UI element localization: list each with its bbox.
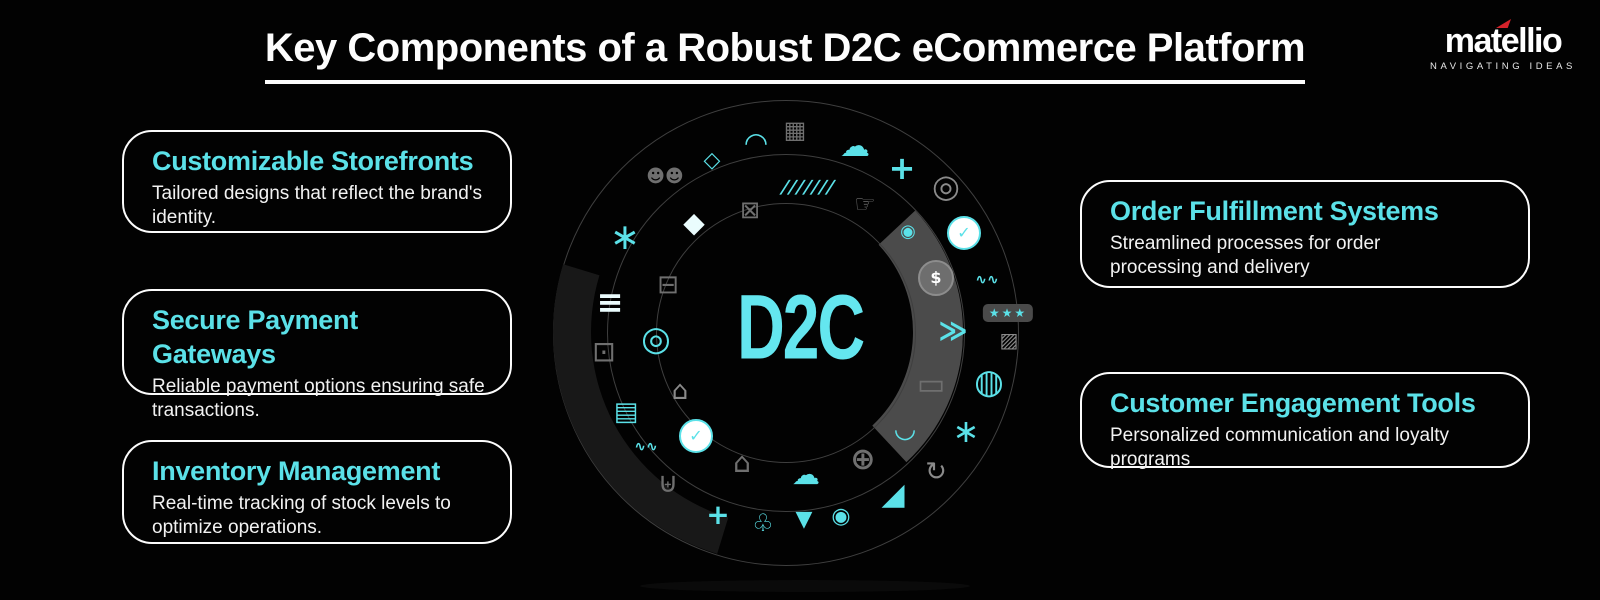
card-heading: Secure Payment Gateways bbox=[152, 305, 358, 369]
wifi-signal-icon: ◠ bbox=[745, 126, 767, 159]
clover-icon: ♧ bbox=[752, 509, 774, 537]
card-customizable-storefronts: Customizable Storefronts Tailored design… bbox=[122, 130, 512, 233]
plus2-icon: + bbox=[706, 498, 730, 531]
hub-ring-middle bbox=[607, 154, 965, 512]
card-description: Reliable payment options ensuring safe t… bbox=[152, 375, 485, 422]
slashes-icon: /////// bbox=[778, 177, 839, 198]
page-title: Key Components of a Robust D2C eCommerce… bbox=[264, 26, 1306, 84]
rating-stars-icon: ★★★ bbox=[982, 304, 1034, 322]
striped-circle-icon: ◍ bbox=[974, 362, 1004, 402]
header: Key Components of a Robust D2C eCommerce… bbox=[0, 26, 1570, 84]
hub-ring-inner bbox=[656, 203, 916, 463]
refresh-user-icon: ↻ bbox=[925, 457, 947, 487]
card-heading: Order Fulfillment Systems bbox=[1110, 196, 1439, 226]
plus-icon: + bbox=[888, 149, 916, 187]
card-description: Streamlined processes for order processi… bbox=[1110, 232, 1381, 279]
store-pin-icon: ⌂ bbox=[733, 446, 751, 479]
monitor-cart-icon: ⊟ bbox=[657, 270, 679, 300]
card-heading: Customer Engagement Tools bbox=[1110, 388, 1476, 418]
striped-triangle-icon: ◢ bbox=[881, 477, 905, 512]
matellio-logo: matellio NAVIGATING IDEAS bbox=[1428, 19, 1578, 72]
check-badge2-icon: ✓ bbox=[679, 419, 713, 453]
funnel-icon: ▼ bbox=[795, 507, 813, 532]
check-badge-icon: ✓ bbox=[947, 216, 981, 250]
database-icon: ≡ bbox=[596, 283, 624, 321]
payment-network-icon: ⊕ bbox=[850, 442, 876, 477]
card-heading: Inventory Management bbox=[152, 456, 441, 486]
cube-icon: ◆ bbox=[683, 206, 705, 239]
layers-icon: ▤ bbox=[613, 397, 639, 427]
camera-window-icon: ⊡ bbox=[592, 335, 616, 368]
burst2-icon: ∗ bbox=[952, 412, 980, 450]
people-group-icon: ☻☻ bbox=[646, 166, 684, 187]
package-search-icon: ⊠ bbox=[739, 196, 761, 224]
hand-delivery-icon: ☞ bbox=[854, 190, 876, 218]
d2c-center-label: D2C bbox=[736, 276, 865, 379]
chevrons-icon: ≫ bbox=[938, 314, 968, 347]
card-description: Personalized communication and loyalty p… bbox=[1110, 424, 1450, 471]
logo-brand-text: matellio bbox=[1444, 19, 1563, 60]
card-order-fulfillment-systems: Order Fulfillment Systems Streamlined pr… bbox=[1080, 180, 1530, 288]
card-customer-engagement-tools: Customer Engagement Tools Personalized c… bbox=[1080, 372, 1530, 470]
garage-icon: ⌂ bbox=[671, 376, 689, 406]
bucket-discount-icon: ⊎ bbox=[657, 466, 679, 499]
hub-shadow bbox=[640, 580, 970, 592]
target-user-icon: ◎ bbox=[932, 167, 960, 205]
burst-icon: ∗ bbox=[609, 217, 641, 258]
card-heading: Customizable Storefronts bbox=[152, 146, 474, 176]
d2c-hub-graphic: D2C ☻☻◇◠▦☁+◎◉✓∗◆⊠///////☞⊟≡◎⊡⌂▤∿∿⊎✓⌂☁+♧▼… bbox=[471, 18, 1099, 600]
shopping-cart-icon: ▦ bbox=[783, 116, 807, 144]
hub-ring-outer bbox=[553, 100, 1019, 566]
dot-circle-icon: ◉ bbox=[900, 221, 916, 242]
zigzag-left-icon: ∿∿ bbox=[634, 439, 658, 455]
cloud-icon: ☁ bbox=[840, 129, 870, 164]
logo-wordmark: matellio bbox=[1444, 22, 1563, 60]
browser-pay-icon: $ bbox=[918, 260, 954, 296]
card-description: Tailored designs that reflect the brand'… bbox=[152, 182, 482, 229]
logo-tagline: NAVIGATING IDEAS bbox=[1430, 61, 1576, 72]
cloud2-icon: ☁ bbox=[792, 458, 820, 491]
bullseye-icon: ◎ bbox=[641, 319, 671, 359]
delivery-truck-icon: ▭ bbox=[916, 367, 946, 402]
diamond-icon: ◇ bbox=[703, 148, 721, 173]
card-description: Real-time tracking of stock levels to op… bbox=[152, 492, 451, 539]
package-box-icon: ▨ bbox=[999, 328, 1019, 352]
card-secure-payment-gateways: Secure Payment Gateways Reliable payment… bbox=[122, 289, 512, 421]
dot-badge-icon: ◉ bbox=[831, 504, 851, 529]
radar-icon: ◡ bbox=[895, 414, 915, 444]
zigzag-right-icon: ∿∿ bbox=[975, 272, 999, 288]
logo-accent-mark bbox=[1496, 19, 1511, 28]
card-inventory-management: Inventory Management Real-time tracking … bbox=[122, 440, 512, 544]
